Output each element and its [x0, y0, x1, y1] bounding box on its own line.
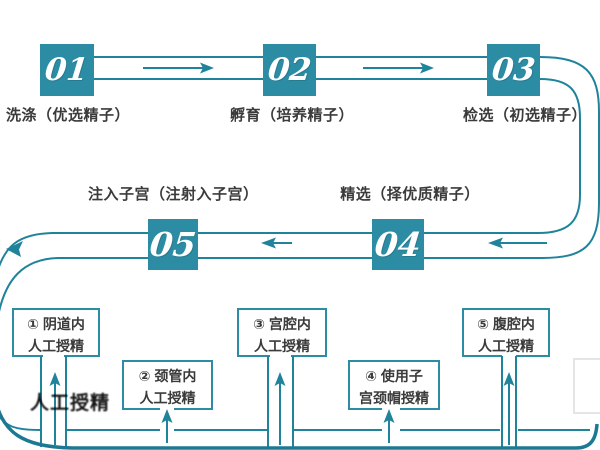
step-number: 05 [147, 225, 199, 264]
arrow-left-icon [488, 237, 547, 249]
arrow-up-icon [161, 409, 173, 443]
method-line2: 人工授精 [139, 389, 196, 406]
arrow-left-icon [6, 241, 23, 257]
method-line2: 宫颈帽授精 [359, 389, 429, 406]
step-label-03: 检选（初选精子） [462, 107, 587, 124]
arrow-up-icon [383, 409, 395, 443]
method-line1: ① 阴道内 [27, 316, 85, 332]
arrow-right-icon [143, 62, 214, 74]
step-box-01: 01 [40, 44, 94, 96]
method-box-4: ④ 使用子 宫颈帽授精 [348, 360, 440, 410]
method-box-1: ① 阴道内 人工授精 [12, 308, 100, 357]
method-box-5: ⑤ 腹腔内 人工授精 [462, 308, 550, 357]
method-line1: ③ 宫腔内 [253, 316, 311, 332]
method-line2: 人工授精 [28, 337, 84, 354]
method-line1: ② 颈管内 [138, 368, 197, 384]
step-number: 02 [266, 52, 313, 88]
method-line2: 人工授精 [478, 337, 534, 354]
faint-partial-box [573, 358, 600, 414]
step-box-05: 05 [148, 219, 198, 270]
method-box-2: ② 颈管内 人工授精 [122, 360, 213, 410]
step-box-02: 02 [263, 44, 316, 96]
watermark-text: 人工授精 [30, 393, 111, 414]
step-label-02: 孵育（培养精子） [229, 107, 354, 124]
arrow-up-icon [274, 372, 286, 445]
step-box-03: 03 [487, 44, 540, 96]
arrow-left-icon [261, 237, 292, 249]
step-label-01: 洗涤（优选精子） [5, 107, 130, 124]
step-label-04: 精选（择优质精子） [340, 186, 480, 203]
step-number: 04 [372, 225, 424, 264]
arrow-up-icon [503, 372, 515, 445]
method-box-3: ③ 宫腔内 人工授精 [237, 308, 327, 357]
step-label-05: 注入子宫（注射入子宫） [88, 186, 259, 203]
arrow-right-icon [363, 62, 434, 74]
method-line2: 人工授精 [254, 337, 310, 354]
method-line1: ⑤ 腹腔内 [477, 316, 535, 332]
step-number: 01 [43, 52, 91, 88]
method-line1: ④ 使用子 [365, 368, 423, 384]
step-box-04: 04 [372, 219, 424, 270]
step-number: 03 [490, 52, 537, 88]
